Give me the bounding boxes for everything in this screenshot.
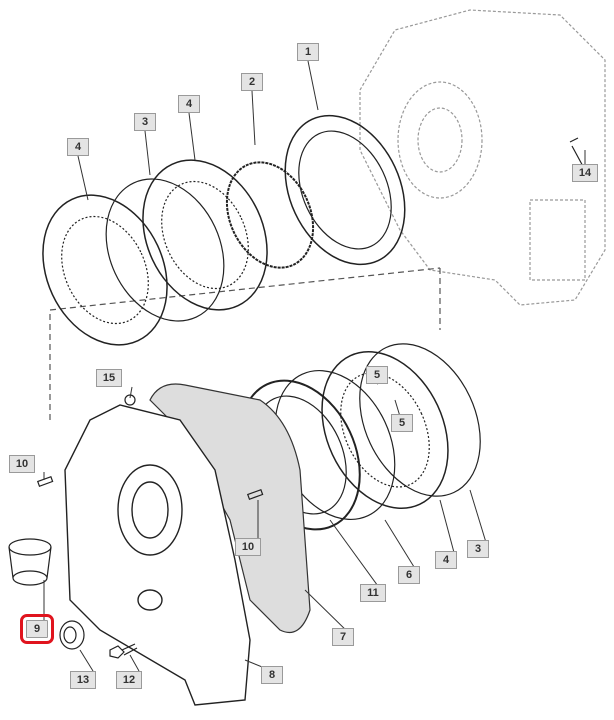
callout-5[interactable]: 5: [366, 366, 388, 384]
callout-11[interactable]: 11: [360, 584, 386, 602]
callout-3[interactable]: 3: [467, 540, 489, 558]
callout-10[interactable]: 10: [235, 538, 261, 556]
dowel-pin: [246, 488, 264, 500]
bolt: [109, 643, 138, 659]
dowel-pin: [36, 475, 54, 487]
transmission-housing: [359, 9, 606, 306]
clutch-disc-upper-set: [42, 114, 406, 346]
callout-8[interactable]: 8: [261, 666, 283, 684]
clutch-disc-lower-set: [239, 343, 481, 531]
cover-plate: [64, 404, 251, 706]
callout-4[interactable]: 4: [435, 551, 457, 569]
callout-10[interactable]: 10: [9, 455, 35, 473]
callout-5[interactable]: 5: [391, 414, 413, 432]
callout-13[interactable]: 13: [70, 671, 96, 689]
callout-3[interactable]: 3: [134, 113, 156, 131]
callout-1[interactable]: 1: [297, 43, 319, 61]
callout-2[interactable]: 2: [241, 73, 263, 91]
callout-7[interactable]: 7: [332, 628, 354, 646]
callout-12[interactable]: 12: [116, 671, 142, 689]
centerline: [49, 267, 441, 420]
callout-4[interactable]: 4: [178, 95, 200, 113]
callout-4[interactable]: 4: [67, 138, 89, 156]
bearing-cup: [8, 538, 52, 586]
callout-9-selected[interactable]: 9: [20, 614, 54, 644]
callout-6[interactable]: 6: [398, 566, 420, 584]
oil-seal: [59, 620, 85, 650]
plug: [124, 394, 136, 406]
callout-14[interactable]: 14: [572, 164, 598, 182]
callout-15[interactable]: 15: [96, 369, 122, 387]
